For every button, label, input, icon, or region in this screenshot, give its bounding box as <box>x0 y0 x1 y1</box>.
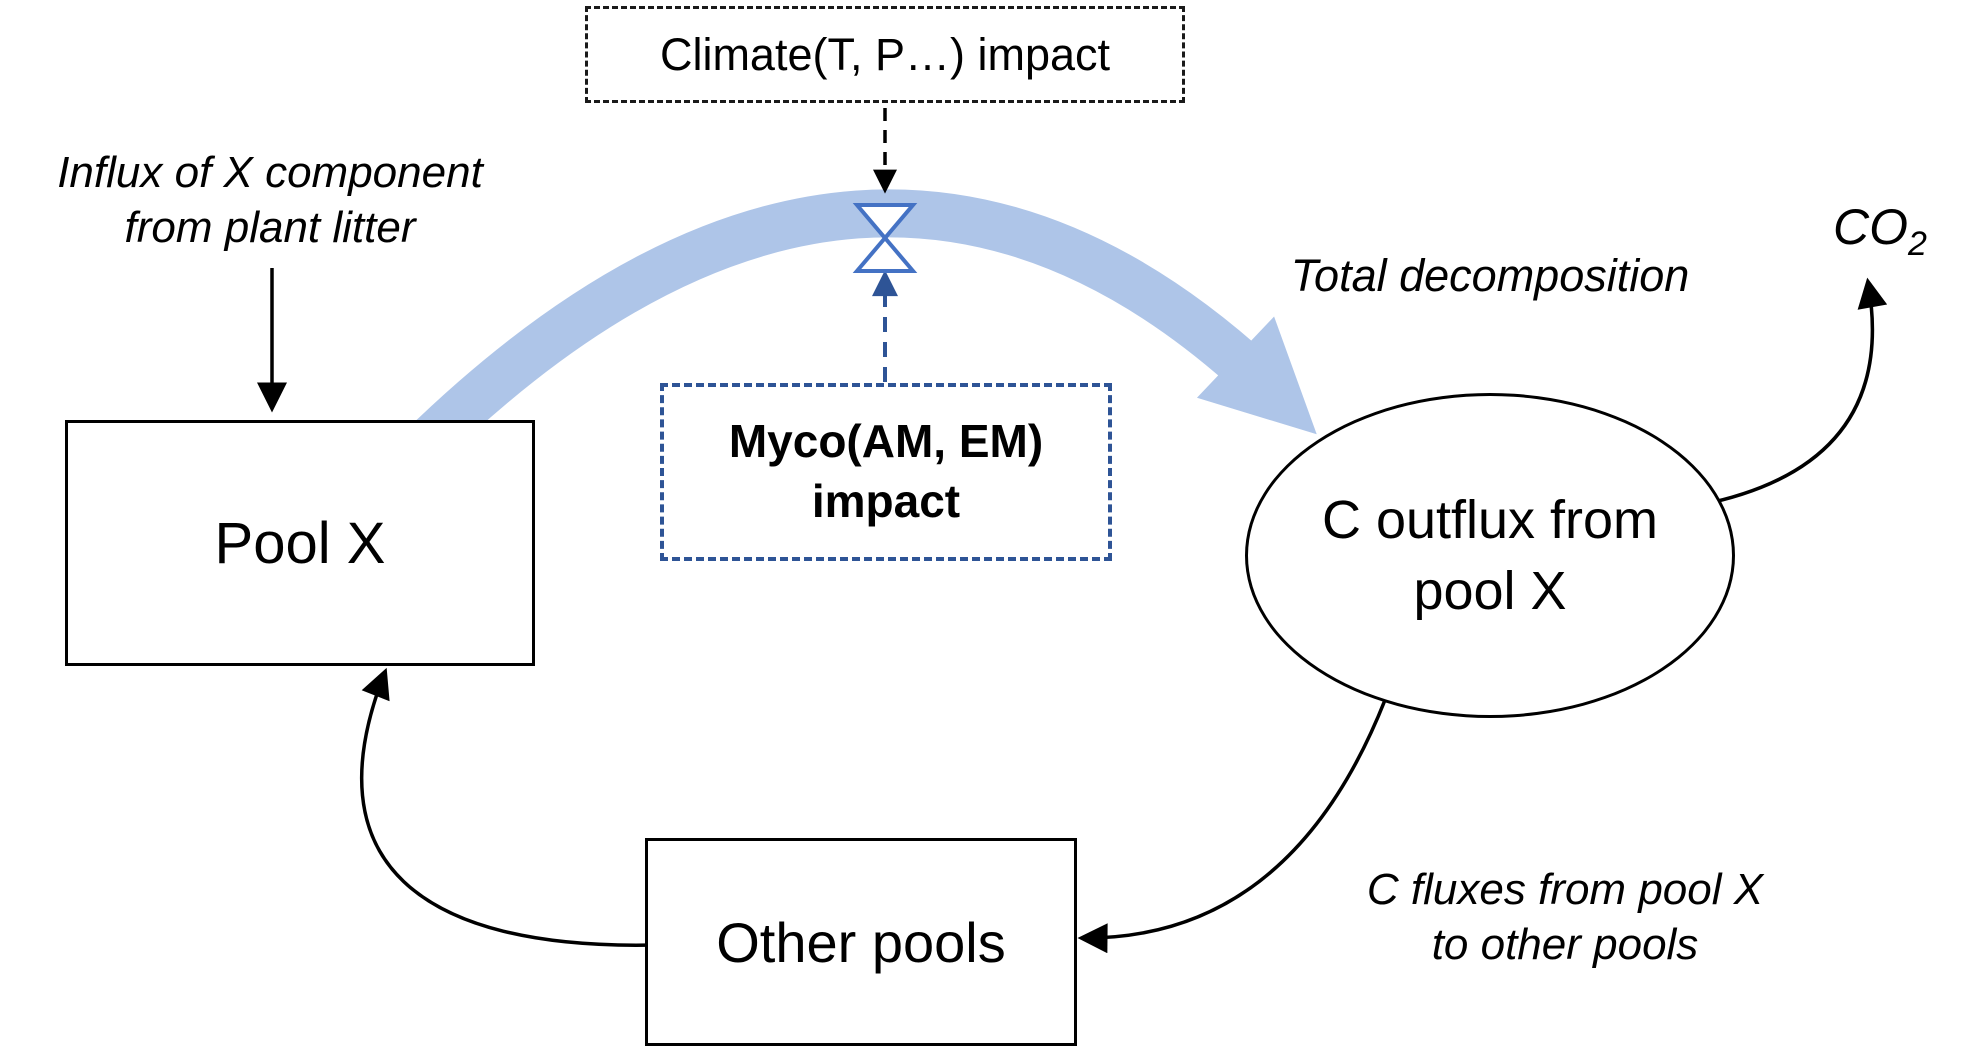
valve-icon <box>852 203 918 273</box>
climate-impact-label: Climate(T, P…) impact <box>659 28 1111 80</box>
outflux-to-other-pools-arrow <box>1077 699 1387 954</box>
climate-impact-box: Climate(T, P…) impact <box>585 6 1185 103</box>
influx-label-line2: from plant litter <box>124 203 416 252</box>
c-outflux-label-line1: C outflux from <box>1321 490 1659 551</box>
myco-impact-label-line2: impact <box>811 475 961 527</box>
influx-label: Influx of X component from plant litter <box>0 145 540 255</box>
co2-label-subscript: 2 <box>1908 225 1927 263</box>
pool-x-label: Pool X <box>214 510 386 576</box>
myco-impact-label-line1: Myco(AM, EM) <box>728 415 1044 468</box>
pool-x-box: Pool X <box>65 420 535 666</box>
total-decomposition-label: Total decomposition <box>1290 250 1690 301</box>
influx-label-line1: Influx of X component <box>57 148 483 197</box>
other-pools-to-pool-x-arrow <box>359 667 656 947</box>
co2-label: CO2 <box>1795 196 1961 266</box>
myco-impact-box: Myco(AM, EM) impact <box>660 383 1112 561</box>
decomposition-flux-arrow <box>403 189 1317 468</box>
c-fluxes-label-line1: C fluxes from pool X <box>1366 865 1764 914</box>
c-fluxes-label: C fluxes from pool X to other pools <box>1295 862 1835 972</box>
other-pools-box: Other pools <box>645 838 1077 1046</box>
c-outflux-ellipse: C outflux from pool X <box>1245 393 1735 718</box>
c-outflux-label-line2: pool X <box>1413 560 1567 621</box>
co2-label-base: CO <box>1833 199 1909 255</box>
other-pools-label: Other pools <box>716 910 1006 974</box>
c-fluxes-label-line2: to other pools <box>1431 920 1699 969</box>
co2-arrow <box>1699 277 1888 507</box>
